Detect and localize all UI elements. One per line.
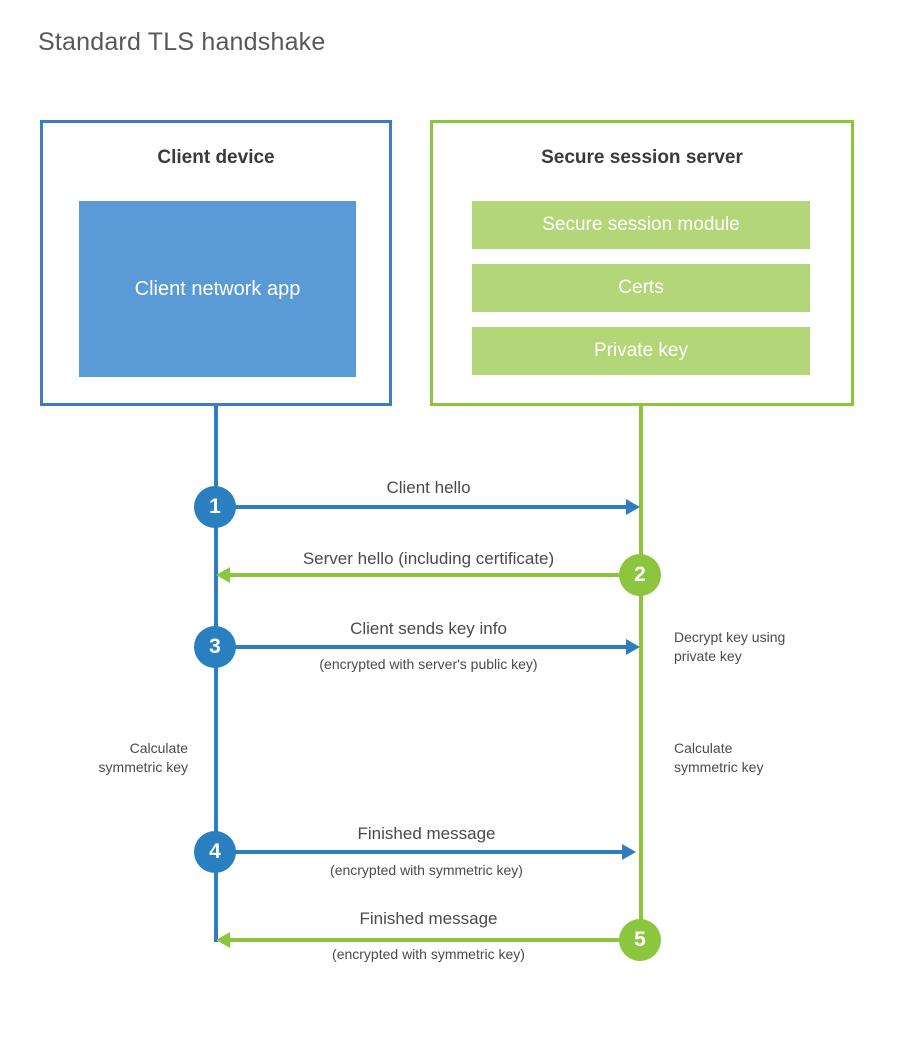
party-title-server: Secure session server (541, 147, 743, 168)
message-label-step-4: Finished message (357, 824, 496, 843)
annotation-server-calculate-symmetric-key: Calculate symmetric key (674, 740, 764, 775)
party-box-client: Client device Client network app (40, 120, 392, 406)
message-label-step-3: Client sends key info (350, 619, 507, 638)
arrow-head-step-5 (216, 932, 230, 948)
message-sublabel-step-3: (encrypted with server's public key) (319, 656, 538, 672)
arrow-line-step-3 (216, 645, 626, 649)
client-network-app-block: Client network app (79, 201, 356, 377)
annotation-decrypt-key: Decrypt key using private key (674, 629, 786, 664)
arrow-line-step-5 (230, 938, 642, 942)
arrow-line-step-1 (216, 505, 626, 509)
party-title-client: Client device (157, 147, 275, 168)
annotation-client-calculate-symmetric-key: Calculate symmetric key (98, 740, 188, 775)
step-circle-2[interactable]: 2 (619, 554, 661, 596)
server-block-secure-session-module: Secure session module (472, 201, 810, 249)
step-circle-4[interactable]: 4 (194, 831, 236, 873)
step-circle-1[interactable]: 1 (194, 486, 236, 528)
lifeline-client (214, 406, 218, 942)
page-title: Standard TLS handshake (38, 28, 326, 56)
arrow-head-step-1 (626, 499, 640, 515)
message-sublabel-step-4: (encrypted with symmetric key) (330, 862, 523, 878)
arrow-head-step-4 (622, 844, 636, 860)
lifeline-server (639, 406, 643, 942)
server-block-private-key: Private key (472, 327, 810, 375)
server-block-certs: Certs (472, 264, 810, 312)
message-label-step-5: Finished message (359, 909, 498, 928)
step-circle-5[interactable]: 5 (619, 919, 661, 961)
step-circle-3[interactable]: 3 (194, 626, 236, 668)
message-label-step-2: Server hello (including certificate) (302, 549, 555, 568)
arrow-line-step-4 (216, 850, 622, 854)
party-box-server: Secure session server Secure session mod… (430, 120, 854, 406)
arrow-line-step-2 (230, 573, 642, 577)
arrow-head-step-2 (216, 567, 230, 583)
arrow-head-step-3 (626, 639, 640, 655)
message-label-step-1: Client hello (386, 478, 471, 497)
message-sublabel-step-5: (encrypted with symmetric key) (332, 946, 525, 962)
